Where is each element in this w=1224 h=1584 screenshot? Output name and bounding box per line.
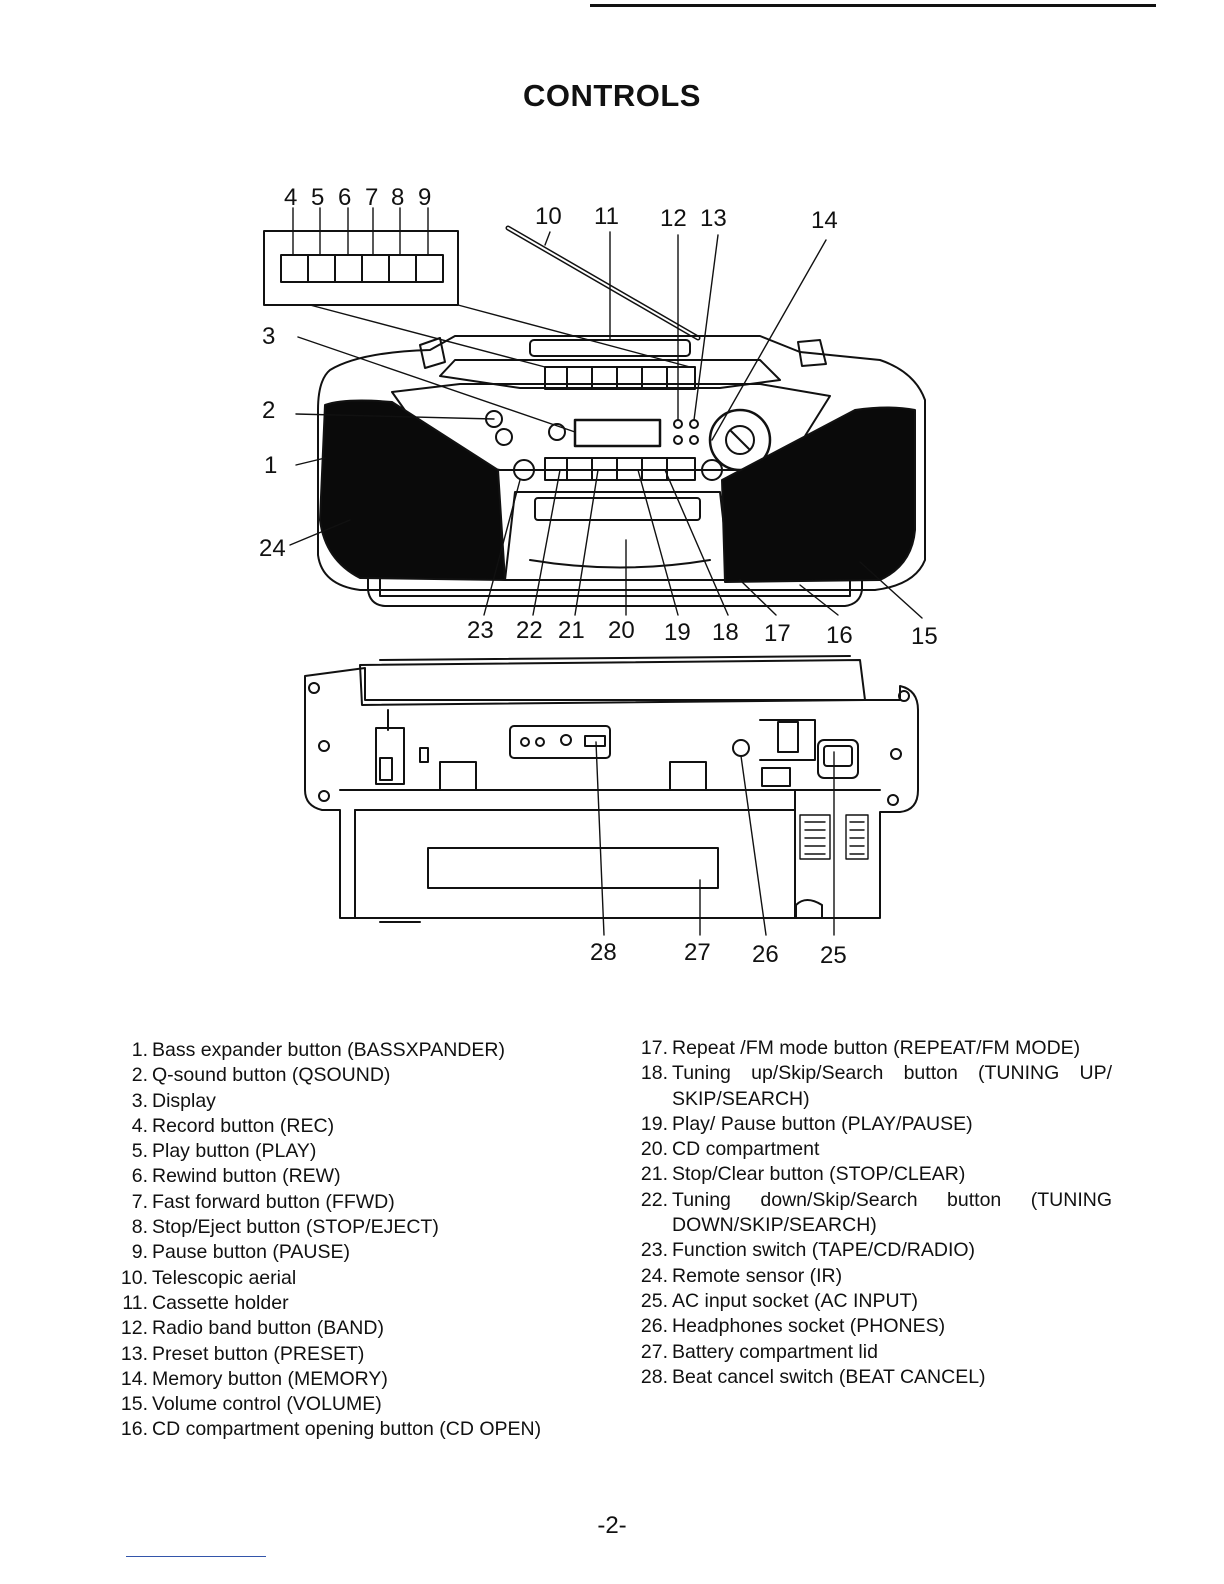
list-item: 17.Repeat /FM mode button (REPEAT/FM MOD… [640, 1037, 1081, 1059]
callout-6: 6 [338, 184, 351, 211]
callout-23: 23 [467, 617, 494, 644]
list-item: 16.CD compartment opening button (CD OPE… [120, 1418, 542, 1441]
list-item: 15.Volume control (VOLUME) [120, 1393, 382, 1416]
callout-3: 3 [262, 323, 275, 350]
boombox-diagram: 4 5 6 7 8 9 10 11 12 13 14 3 2 1 24 23 2… [259, 184, 938, 969]
list-item: 22.Tuning down/Skip/Search button (TUNIN… [640, 1188, 1112, 1237]
callout-1: 1 [264, 452, 277, 479]
callout-25: 25 [820, 942, 847, 969]
telescopic-aerial [505, 225, 701, 341]
callout-12: 12 [660, 205, 687, 232]
list-item: 8.Stop/Eject button (STOP/EJECT) [131, 1216, 439, 1239]
list-item: 4.Record button (REC) [131, 1114, 335, 1137]
list-item: 2.Q-sound button (QSOUND) [131, 1064, 391, 1087]
list-item: 27.Battery compartment lid [640, 1340, 878, 1363]
list-item: 10.Telescopic aerial [120, 1266, 297, 1289]
callout-10: 10 [535, 203, 562, 230]
top-rule [590, 4, 1156, 7]
callout-27: 27 [684, 939, 711, 966]
callout-20: 20 [608, 617, 635, 644]
callout-28: 28 [590, 939, 617, 966]
callout-21: 21 [558, 617, 585, 644]
page-title: CONTROLS [523, 78, 701, 113]
display [573, 418, 662, 448]
cassette-buttons-inset [263, 230, 459, 306]
list-item: 21.Stop/Clear button (STOP/CLEAR) [640, 1163, 966, 1186]
list-item: 18.Tuning up/Skip/Search button (TUNING … [640, 1062, 1112, 1110]
list-item: 26.Headphones socket (PHONES) [640, 1315, 946, 1338]
callout-19: 19 [664, 619, 691, 646]
callout-17: 17 [764, 620, 791, 647]
list-item: 23.Function switch (TAPE/CD/RADIO) [640, 1239, 976, 1262]
callout-2: 2 [262, 397, 275, 424]
list-item: 5.Play button (PLAY) [131, 1140, 317, 1163]
list-item: 6.Rewind button (REW) [131, 1165, 341, 1188]
list-item: 25.AC input socket (AC INPUT) [640, 1289, 918, 1312]
rear-view [304, 655, 919, 923]
controls-list-left: 1.Bass expander button (BASSXPANDER) 2.Q… [112, 1038, 582, 1443]
list-item: 12.Radio band button (BAND) [120, 1317, 384, 1340]
callout-11: 11 [594, 203, 619, 230]
list-item: 1.Bass expander button (BASSXPANDER) [131, 1039, 505, 1061]
page-number: -2- [597, 1512, 627, 1539]
controls-list-right: 17.Repeat /FM mode button (REPEAT/FM MOD… [632, 1036, 1112, 1390]
callout-16: 16 [826, 622, 853, 649]
list-item: 9.Pause button (PAUSE) [131, 1241, 350, 1264]
callout-8: 8 [391, 184, 404, 211]
list-item: 3.Display [131, 1089, 216, 1112]
list-item: 20.CD compartment [640, 1138, 820, 1161]
callout-22: 22 [516, 617, 543, 644]
callout-7: 7 [365, 184, 378, 211]
callout-13: 13 [700, 205, 727, 232]
list-item: 19.Play/ Pause button (PLAY/PAUSE) [640, 1112, 973, 1135]
callout-9: 9 [418, 184, 431, 211]
callout-5: 5 [311, 184, 324, 211]
right-speaker [721, 406, 916, 583]
callout-14: 14 [811, 207, 838, 234]
callout-26: 26 [752, 941, 779, 968]
list-item: 13.Preset button (PRESET) [120, 1342, 365, 1365]
callout-24: 24 [259, 535, 286, 562]
list-item: 11.Cassette holder [122, 1291, 289, 1314]
callout-15: 15 [911, 623, 938, 650]
left-speaker [319, 399, 506, 581]
list-item: 7.Fast forward button (FFWD) [131, 1190, 395, 1213]
list-item: 24.Remote sensor (IR) [640, 1264, 843, 1287]
list-item: 28.Beat cancel switch (BEAT CANCEL) [640, 1365, 986, 1388]
bottom-rule [126, 1556, 266, 1557]
callout-4: 4 [284, 184, 297, 211]
callout-18: 18 [712, 619, 739, 646]
front-body [317, 335, 926, 591]
list-item: 14.Memory button (MEMORY) [120, 1367, 388, 1390]
